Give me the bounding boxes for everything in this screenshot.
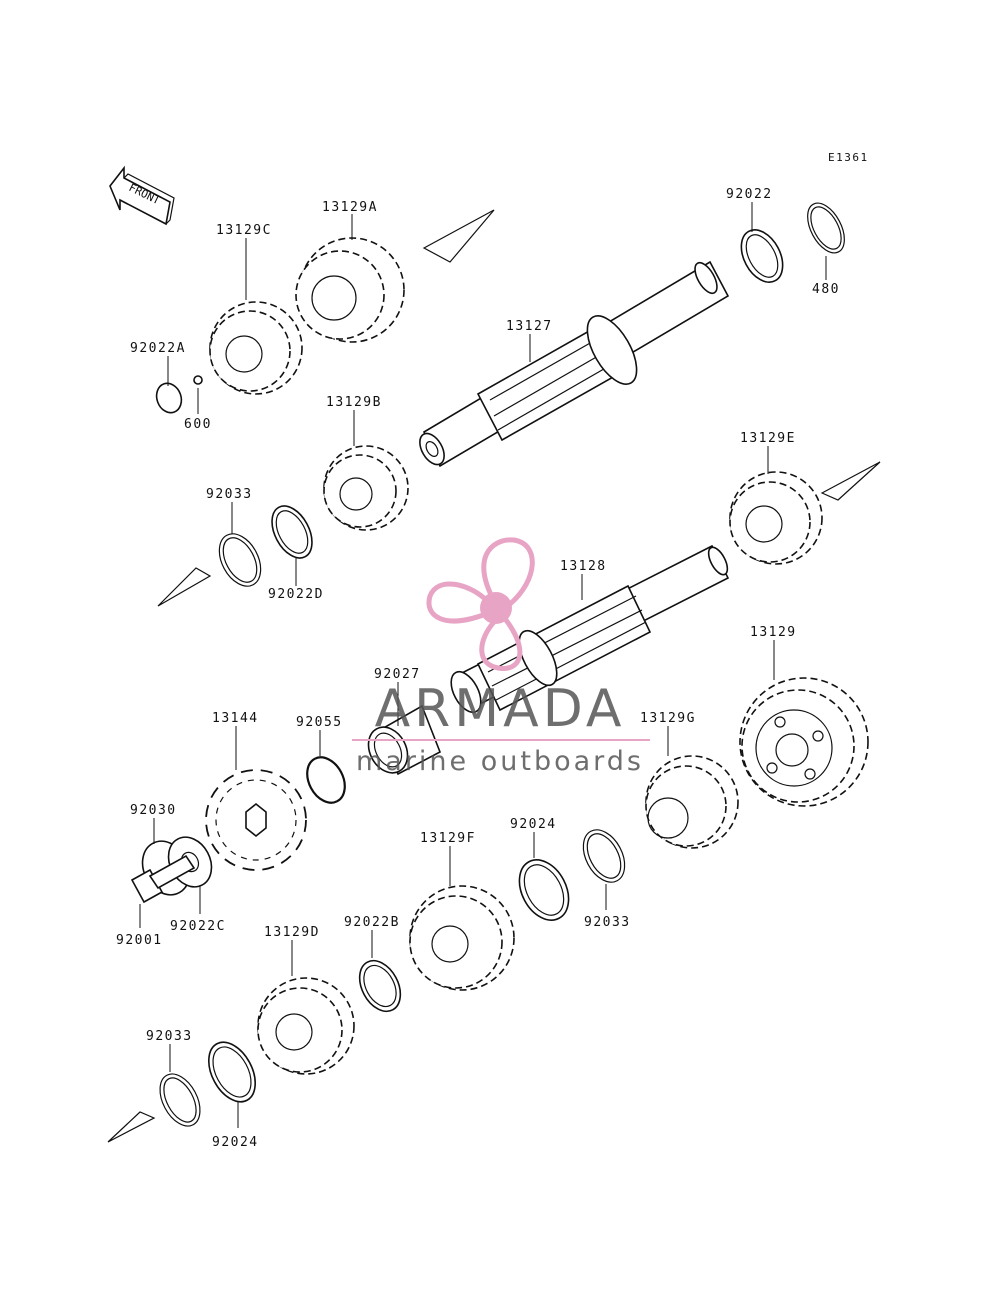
gear-13129C	[209, 301, 303, 395]
gear-13129G	[645, 755, 739, 849]
leader-lines	[139, 202, 827, 1128]
circlip-92033-lower	[159, 1073, 201, 1127]
drive-shaft-13128	[450, 544, 730, 714]
label-92033-right: 92033	[584, 915, 631, 930]
washer-92024-right	[518, 859, 570, 921]
label-92022A: 92022A	[130, 341, 186, 356]
label-92033-lower: 92033	[146, 1029, 193, 1044]
label-13129D: 13129D	[264, 925, 320, 940]
label-13129G: 13129G	[640, 711, 696, 726]
label-92033-upper: 92033	[206, 487, 253, 502]
circlip-480	[807, 202, 845, 254]
label-13129B: 13129B	[326, 395, 382, 410]
label-92022: 92022	[726, 187, 773, 202]
washer-92024-lower	[208, 1041, 256, 1103]
gear-13129	[739, 677, 869, 807]
oring-92055	[306, 756, 346, 804]
gear-13129B	[323, 445, 409, 531]
bolt-92001	[130, 854, 196, 904]
label-92001: 92001	[116, 933, 163, 948]
ball-600	[193, 375, 203, 385]
front-arrow-icon: FRONT	[109, 165, 175, 226]
sprocket-13144	[205, 769, 307, 871]
label-92024-lower: 92024	[212, 1135, 259, 1150]
part-labels: 13129A 13129C 92022A 600 13127 92022 480…	[116, 187, 840, 1150]
watermark-tagline: marine outboards	[356, 746, 644, 777]
collar-92022A	[155, 382, 183, 414]
armada-watermark: ARMADA marine outboards	[352, 537, 650, 777]
label-13129: 13129	[750, 625, 797, 640]
label-92022B: 92022B	[344, 915, 400, 930]
washer-92022D	[271, 505, 313, 559]
watermark-brand: ARMADA	[375, 679, 626, 739]
label-92055: 92055	[296, 715, 343, 730]
label-600: 600	[184, 417, 212, 432]
label-13129A: 13129A	[322, 200, 378, 215]
washer-92022	[740, 229, 784, 283]
gear-13129E	[729, 471, 823, 565]
washer-92022B	[358, 959, 402, 1013]
diagram-code: E1361	[828, 151, 869, 164]
label-13144: 13144	[212, 711, 259, 726]
main-shaft-13127	[419, 260, 730, 468]
gear-13129D	[257, 977, 355, 1075]
gear-13129A	[295, 237, 405, 343]
label-92024-right: 92024	[510, 817, 557, 832]
label-13129E: 13129E	[740, 431, 796, 446]
label-480: 480	[812, 282, 840, 297]
label-92022D: 92022D	[268, 587, 324, 602]
label-13127: 13127	[506, 319, 553, 334]
label-92022C: 92022C	[170, 919, 226, 934]
label-13128: 13128	[560, 559, 607, 574]
label-92027: 92027	[374, 667, 421, 682]
label-13129F: 13129F	[420, 831, 476, 846]
propeller-logo-icon	[426, 537, 535, 671]
gear-13129F	[409, 885, 515, 991]
label-13129C: 13129C	[216, 223, 272, 238]
circlip-92033-upper	[218, 533, 262, 587]
assembly-direction-lines	[107, 209, 881, 1143]
circlip-92033-right	[582, 829, 626, 883]
label-92030: 92030	[130, 803, 177, 818]
